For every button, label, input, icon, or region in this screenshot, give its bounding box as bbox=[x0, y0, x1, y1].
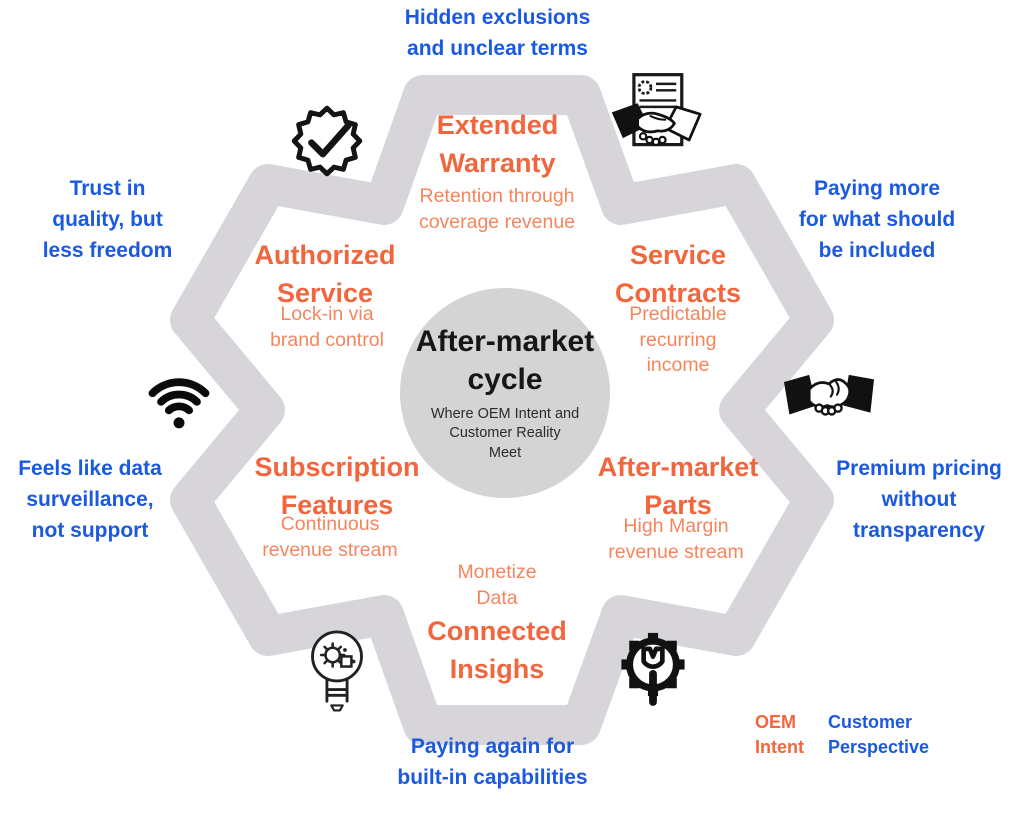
segment-service-contracts-title: Service Contracts bbox=[614, 240, 742, 309]
gear-wrench-icon bbox=[614, 627, 692, 714]
segment-authorized-service-desc: Lock-in via brand control bbox=[270, 303, 384, 351]
segment-connected-insights-desc: Monetize Data bbox=[457, 561, 537, 609]
wifi-icon bbox=[140, 368, 218, 439]
center-title: After-market cycle bbox=[415, 325, 595, 396]
customer-note-top-left: Trust in quality, but less freedom bbox=[42, 177, 173, 262]
customer-note-top-right: Paying more for what should be included bbox=[798, 177, 956, 262]
segment-subscription-features-title: Subscription Features bbox=[254, 452, 420, 521]
center-subtitle: Where OEM Intent and Customer Reality Me… bbox=[430, 406, 580, 461]
segment-connected-insights-title: Connected Insighs bbox=[427, 616, 567, 685]
center-hub: After-market cycle Where OEM Intent and … bbox=[400, 288, 610, 498]
customer-note-bottom: Paying again for built-in capabilities bbox=[397, 735, 588, 789]
segment-aftermarket-parts-desc: High Margin revenue stream bbox=[608, 515, 744, 563]
handshake-icon bbox=[784, 362, 874, 435]
verified-badge-icon bbox=[286, 100, 368, 187]
customer-note-top: Hidden exclusions and unclear terms bbox=[404, 6, 591, 60]
segment-subscription-features-desc: Continuous revenue stream bbox=[262, 513, 398, 561]
contract-handshake-icon bbox=[610, 70, 702, 169]
legend-oem-intent: OEM Intent bbox=[755, 712, 804, 757]
customer-note-right: Premium pricing without transparency bbox=[836, 457, 1002, 542]
lightbulb-gear-icon bbox=[301, 626, 373, 725]
segment-extended-warranty-title: Extended Warranty bbox=[436, 110, 559, 179]
segment-service-contracts-desc: Predictable recurring income bbox=[629, 303, 727, 377]
segment-authorized-service-title: Authorized Service bbox=[254, 240, 396, 309]
segment-aftermarket-parts-title: After-market Parts bbox=[597, 452, 759, 521]
customer-note-left: Feels like data surveillance, not suppor… bbox=[18, 457, 162, 542]
legend-customer-perspective: Customer Perspective bbox=[828, 712, 930, 757]
legend: OEM Intent Customer Perspective bbox=[755, 710, 929, 760]
gear-ring-path bbox=[170, 75, 834, 745]
segment-extended-warranty-desc: Retention through coverage revenue bbox=[418, 185, 576, 233]
